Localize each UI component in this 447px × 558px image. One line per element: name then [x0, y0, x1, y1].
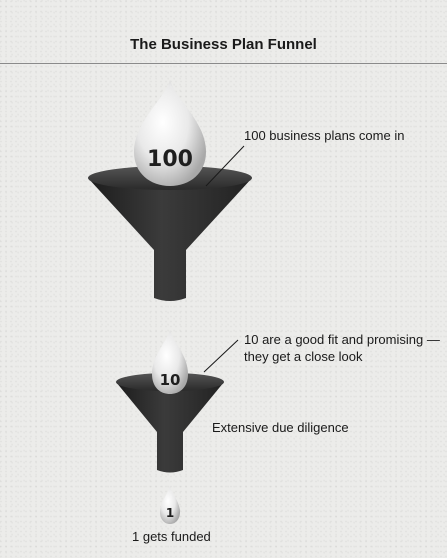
caption-100: 100 business plans come in — [244, 127, 404, 144]
drop-100-label: 100 — [147, 147, 193, 172]
caption-1: 1 gets funded — [132, 528, 211, 545]
drop-1-label: 1 — [166, 506, 174, 520]
drop-10-label: 10 — [160, 371, 181, 389]
process-label: Extensive due diligence — [212, 419, 349, 436]
leader-line-2 — [204, 340, 238, 372]
caption-10-line2: they get a close look — [244, 348, 363, 365]
large-funnel — [88, 166, 252, 301]
caption-10-line1: 10 are a good fit and promising — — [244, 331, 440, 348]
drop-10: 10 — [152, 330, 188, 394]
drop-100: 100 — [134, 80, 206, 186]
drop-1: 1 — [160, 486, 180, 524]
